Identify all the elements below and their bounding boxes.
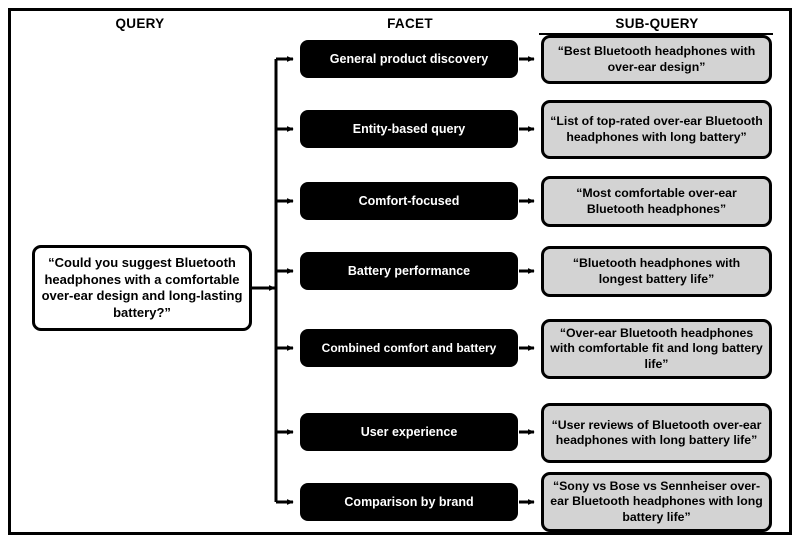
subquery-text: “Most comfortable over-ear Bluetooth hea… [576, 186, 737, 216]
subquery-column-rule [539, 33, 773, 35]
subquery-text: “Bluetooth headphones with longest batte… [572, 256, 741, 286]
diagram-outer-border [8, 8, 792, 535]
facet-label: Combined comfort and battery [321, 340, 497, 355]
facet-label: Battery performance [347, 263, 471, 278]
query-node-text: “Could you suggest Bluetooth headphones … [41, 255, 243, 320]
facet-node-3[interactable]: Comfort-focused [300, 182, 518, 220]
subquery-node-1[interactable]: “Best Bluetooth headphones with over-ear… [541, 35, 772, 84]
subquery-text: “User reviews of Bluetooth over-ear head… [551, 417, 762, 448]
column-header-facet: FACET [387, 16, 433, 31]
facet-node-5[interactable]: Combined comfort and battery [300, 329, 518, 367]
column-header-subquery: SUB-QUERY [615, 16, 699, 31]
subquery-node-6[interactable]: “User reviews of Bluetooth over-ear head… [541, 403, 772, 463]
subquery-text: “List of top-rated over-ear Bluetooth he… [550, 114, 763, 144]
facet-node-4[interactable]: Battery performance [300, 252, 518, 290]
facet-label: Comfort-focused [358, 193, 460, 208]
facet-label: User experience [360, 424, 458, 439]
facet-label: Entity-based query [352, 121, 466, 136]
subquery-text: “Sony vs Bose vs Sennheiser over-ear Blu… [550, 478, 763, 524]
subquery-node-7[interactable]: “Sony vs Bose vs Sennheiser over-ear Blu… [541, 472, 772, 532]
facet-node-1[interactable]: General product discovery [300, 40, 518, 78]
subquery-node-2[interactable]: “List of top-rated over-ear Bluetooth he… [541, 100, 772, 159]
column-header-query: QUERY [115, 16, 165, 31]
query-node[interactable]: “Could you suggest Bluetooth headphones … [32, 245, 252, 331]
subquery-node-5[interactable]: “Over-ear Bluetooth headphones with comf… [541, 319, 772, 379]
facet-node-7[interactable]: Comparison by brand [300, 483, 518, 521]
subquery-node-4[interactable]: “Bluetooth headphones with longest batte… [541, 246, 772, 297]
subquery-text: “Best Bluetooth headphones with over-ear… [557, 44, 756, 74]
facet-node-6[interactable]: User experience [300, 413, 518, 451]
facet-label: General product discovery [329, 51, 489, 66]
subquery-node-3[interactable]: “Most comfortable over-ear Bluetooth hea… [541, 176, 772, 227]
facet-node-2[interactable]: Entity-based query [300, 110, 518, 148]
subquery-text: “Over-ear Bluetooth headphones with comf… [550, 325, 763, 371]
facet-label: Comparison by brand [344, 494, 474, 509]
